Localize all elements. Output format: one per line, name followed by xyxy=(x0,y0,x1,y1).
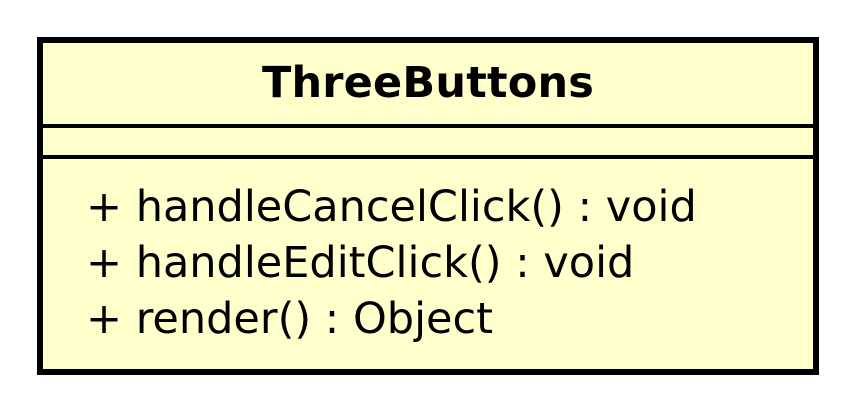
operation-render: + render() : Object xyxy=(86,294,493,344)
operation-handle-edit-click: + handleEditClick() : void xyxy=(86,238,635,288)
class-name-compartment: ThreeButtons xyxy=(43,43,813,128)
uml-class-box: ThreeButtons + handleCancelClick() : voi… xyxy=(37,37,819,375)
operations-compartment: + handleCancelClick() : void + handleEdi… xyxy=(43,159,813,369)
class-name: ThreeButtons xyxy=(261,58,595,108)
operation-handle-cancel-click: + handleCancelClick() : void xyxy=(86,182,697,232)
attributes-compartment xyxy=(43,128,813,159)
